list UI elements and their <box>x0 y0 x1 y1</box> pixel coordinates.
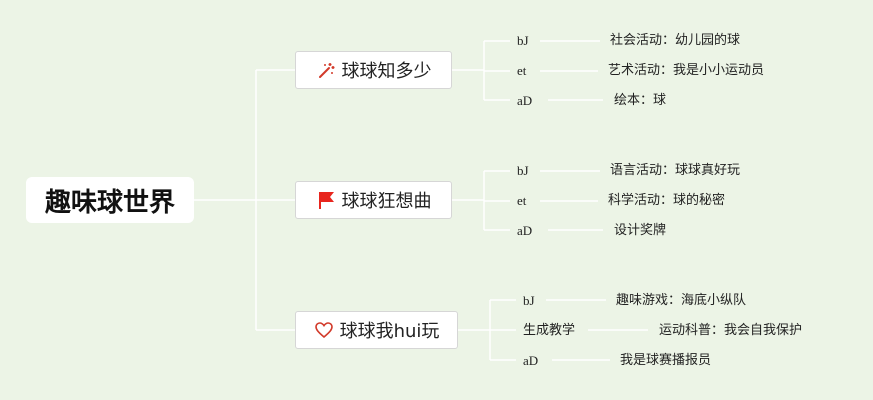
leaf-tag[interactable]: bJ <box>517 33 529 48</box>
branch-topic-1-label: 球球知多少 <box>341 61 432 82</box>
leaf-text[interactable]: 设计奖牌 <box>614 223 667 238</box>
leaf-text[interactable]: 艺术活动：我是小小运动员 <box>608 63 765 78</box>
leaf-text[interactable]: 科学活动：球的秘密 <box>608 193 726 208</box>
magic-wand-icon <box>316 60 336 80</box>
root-topic-label: 趣味球世界 <box>44 187 175 218</box>
root-topic[interactable]: 趣味球世界 <box>26 177 194 223</box>
leaf-tag[interactable]: aD <box>523 353 539 368</box>
leaf-text[interactable]: 社会活动：幼儿园的球 <box>610 33 741 48</box>
leaf-tag[interactable]: 生成教学 <box>523 323 576 338</box>
leaf-text[interactable]: 趣味游戏：海底小纵队 <box>616 293 747 308</box>
leaf-tag[interactable]: aD <box>517 93 533 108</box>
leaf-tag[interactable]: bJ <box>517 163 529 178</box>
heart-icon <box>314 320 334 340</box>
leaf-tag[interactable]: et <box>517 63 527 78</box>
leaf-text[interactable]: 我是球赛播报员 <box>620 353 712 368</box>
flag-icon <box>316 190 336 210</box>
branch-topic-3-label: 球球我hui玩 <box>339 321 440 342</box>
leaf-text[interactable]: 语言活动：球球真好玩 <box>610 163 741 178</box>
branch-topic-2[interactable]: 球球狂想曲 <box>295 181 452 219</box>
leaf-text[interactable]: 运动科普：我会自我保护 <box>659 323 803 338</box>
leaf-tag[interactable]: et <box>517 193 527 208</box>
branch-topic-1[interactable]: 球球知多少 <box>295 51 452 89</box>
branch-topic-2-label: 球球狂想曲 <box>341 191 432 212</box>
branch-topic-3[interactable]: 球球我hui玩 <box>295 311 458 349</box>
leaf-tag[interactable]: bJ <box>523 293 535 308</box>
leaf-tag[interactable]: aD <box>517 223 533 238</box>
leaf-text[interactable]: 绘本：球 <box>614 93 667 108</box>
